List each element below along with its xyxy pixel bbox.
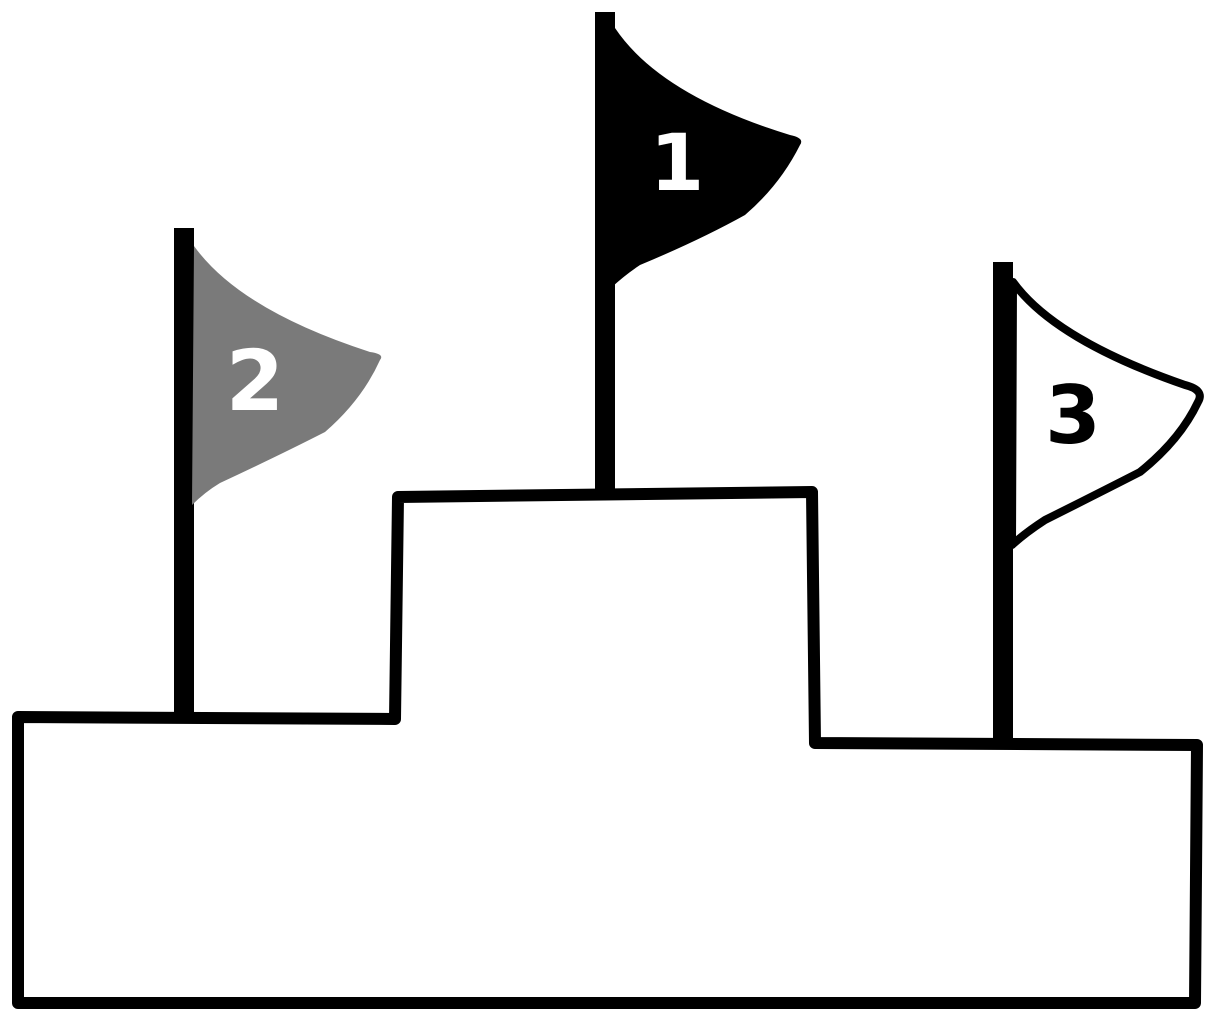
flag-first-place: 1 <box>595 12 802 492</box>
podium-outline <box>12 486 1203 1009</box>
flag-second-place: 2 <box>174 228 382 716</box>
flag-label-third: 3 <box>1045 369 1101 462</box>
flag-third-place: 3 <box>993 262 1204 743</box>
flag-banner-first <box>612 28 802 287</box>
flag-banner-second <box>192 246 382 505</box>
flag-label-first: 1 <box>650 119 704 209</box>
flag-label-second: 2 <box>226 332 284 430</box>
flag-banner-third <box>1008 278 1204 549</box>
